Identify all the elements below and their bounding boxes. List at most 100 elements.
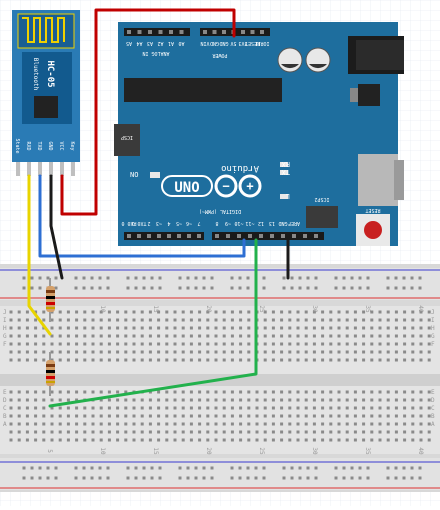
l-led-label: L	[286, 192, 290, 200]
breadboard-hole	[107, 318, 111, 322]
breadboard-hole	[206, 422, 210, 426]
resistor-2	[46, 352, 55, 396]
breadboard-hole	[83, 430, 87, 434]
breadboard-hole	[288, 326, 292, 330]
breadboard-hole	[124, 438, 128, 442]
breadboard-hole	[230, 406, 234, 410]
rail-hole	[230, 476, 234, 480]
logo-plus: +	[246, 179, 253, 193]
rail-hole	[314, 476, 318, 480]
header-pin	[179, 30, 184, 34]
breadboard-hole	[411, 438, 415, 442]
breadboard-hole	[403, 310, 407, 314]
breadboard-hole	[386, 398, 390, 402]
rail-hole	[202, 286, 206, 290]
breadboard-hole	[280, 438, 284, 442]
breadboard-hole	[34, 390, 38, 394]
breadboard-hole	[321, 422, 325, 426]
analog-pin-label: A2	[157, 40, 163, 46]
breadboard-hole	[34, 422, 38, 426]
breadboard-hole	[337, 310, 341, 314]
breadboard-hole	[91, 422, 95, 426]
microcontroller-chip	[124, 78, 282, 102]
analog-pin-label: A3	[147, 40, 153, 46]
hc05-pin-label: TXD	[36, 141, 42, 150]
reset-button-cap[interactable]	[364, 221, 382, 239]
usb-port	[358, 154, 398, 206]
breadboard-hole	[239, 342, 243, 346]
breadboard-hole	[304, 310, 308, 314]
breadboard-hole	[140, 438, 144, 442]
breadboard-hole	[34, 342, 38, 346]
resistor-1	[46, 278, 55, 322]
rail-hole	[210, 476, 214, 480]
breadboard-hole	[304, 326, 308, 330]
breadboard-hole	[148, 342, 152, 346]
header-pin	[215, 234, 219, 238]
breadboard-hole	[198, 350, 202, 354]
breadboard-hole	[271, 342, 275, 346]
breadboard-hole	[157, 422, 161, 426]
breadboard-hole	[362, 438, 366, 442]
breadboard-hole	[50, 390, 54, 394]
breadboard-hole	[124, 318, 128, 322]
breadboard-hole	[411, 422, 415, 426]
breadboard-hole	[222, 438, 226, 442]
breadboard-hole	[403, 350, 407, 354]
rail-hole	[262, 276, 266, 280]
breadboard-hole	[206, 318, 210, 322]
breadboard-hole	[132, 414, 136, 418]
breadboard-hole	[247, 406, 251, 410]
breadboard-hole	[329, 430, 333, 434]
breadboard-hole	[411, 414, 415, 418]
breadboard-hole	[353, 350, 357, 354]
breadboard-hole	[42, 350, 46, 354]
hc05-pin	[38, 162, 42, 176]
breadboard-hole	[206, 406, 210, 410]
digital-pwm-label: DIGITAL (PWM~)	[199, 208, 241, 214]
rail-hole	[202, 466, 206, 470]
row-letter-bottom: E	[3, 389, 7, 396]
breadboard-hole	[157, 390, 161, 394]
breadboard-hole	[50, 318, 54, 322]
breadboard-hole	[140, 398, 144, 402]
breadboard-hole	[107, 310, 111, 314]
digital-header-low	[124, 232, 204, 240]
breadboard-hole	[312, 358, 316, 362]
breadboard-hole	[198, 414, 202, 418]
breadboard-hole	[296, 398, 300, 402]
breadboard-hole	[378, 422, 382, 426]
breadboard-hole	[140, 350, 144, 354]
rail-hole	[246, 286, 250, 290]
header-pin	[147, 234, 151, 238]
rail-hole	[306, 286, 310, 290]
breadboard-hole	[66, 326, 70, 330]
breadboard-hole	[165, 390, 169, 394]
rail-hole	[394, 276, 398, 280]
breadboard-hole	[9, 422, 13, 426]
breadboard-hole	[83, 406, 87, 410]
breadboard-hole	[419, 350, 423, 354]
breadboard-hole	[329, 390, 333, 394]
rail-hole	[402, 286, 406, 290]
breadboard-hole	[75, 406, 79, 410]
icsp-label: ICSP	[121, 134, 133, 140]
breadboard-hole	[329, 398, 333, 402]
breadboard-hole	[140, 406, 144, 410]
yellow-wire-rxd	[27, 174, 52, 336]
rail-hole	[194, 276, 198, 280]
breadboard-hole	[222, 334, 226, 338]
breadboard-hole	[25, 358, 29, 362]
rail-hole	[366, 276, 370, 280]
breadboard-hole	[198, 342, 202, 346]
rail-hole	[54, 466, 58, 470]
header-pin	[177, 234, 181, 238]
breadboard-hole	[165, 430, 169, 434]
header-pin	[169, 30, 173, 34]
digital-pin-label: GND	[278, 220, 287, 226]
board-model-text: UNO	[174, 180, 199, 196]
breadboard-hole	[247, 358, 251, 362]
breadboard-hole	[181, 414, 185, 418]
breadboard-hole	[66, 438, 70, 442]
breadboard-hole	[107, 430, 111, 434]
